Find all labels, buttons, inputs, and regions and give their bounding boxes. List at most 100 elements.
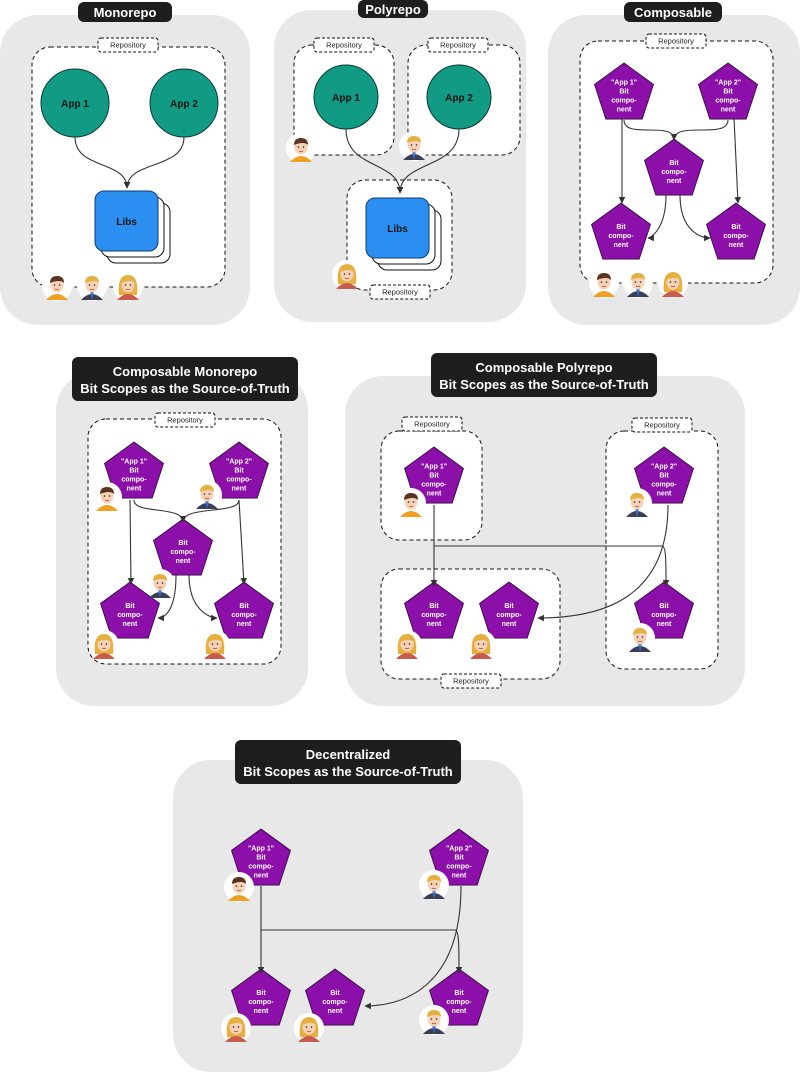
avatar-mouth xyxy=(404,647,410,650)
panel-title: Monorepo xyxy=(94,5,157,20)
avatar-eye xyxy=(634,281,637,283)
bit-component-label: nent xyxy=(232,486,247,493)
avatar-hair-top xyxy=(200,485,214,492)
avatar-hair-top xyxy=(85,276,99,283)
avatar-eye xyxy=(53,284,56,286)
repository-tag xyxy=(631,417,693,433)
avatar-eye xyxy=(430,1018,433,1020)
avatar-eye xyxy=(415,144,418,146)
panel-title-box xyxy=(431,353,657,397)
bit-component-label: Bit xyxy=(178,540,188,547)
bit-component-label: nent xyxy=(427,491,442,498)
avatar-eye xyxy=(641,636,644,638)
avatar-mouth xyxy=(670,285,676,288)
avatar-blonde-man-icon xyxy=(145,569,175,599)
bit-component-shape xyxy=(706,202,766,260)
repository-label: Repository xyxy=(453,677,489,686)
avatar-dark-haired-man-icon xyxy=(224,872,254,902)
avatar-tie xyxy=(412,151,416,160)
bit-component-label: nent xyxy=(721,107,736,114)
repository-label: Repository xyxy=(382,288,418,297)
avatar-eye xyxy=(88,284,91,286)
repository-box xyxy=(380,568,561,680)
avatar-shirt xyxy=(46,294,68,300)
avatar-mouth xyxy=(101,647,107,650)
avatar-blonde-man-icon xyxy=(192,480,222,510)
avatar-hair-top xyxy=(407,136,421,143)
avatar-blonde-man-icon xyxy=(625,623,655,653)
repository-label: Repository xyxy=(326,41,362,50)
bit-component-label: Bit xyxy=(125,603,135,610)
avatar-blonde-woman-icon xyxy=(113,271,143,301)
bit-component-shape xyxy=(153,518,213,576)
avatar-shirt xyxy=(336,283,358,289)
dependency-arrow xyxy=(123,136,185,189)
avatar-eye xyxy=(674,281,677,283)
bit-component-label: compo- xyxy=(446,999,472,1006)
bit-component-shape xyxy=(100,581,160,639)
avatar-mouth xyxy=(89,288,95,291)
bit-component-label: nent xyxy=(176,558,191,565)
avatar-hair-top xyxy=(400,635,414,642)
bit-component-label: Bit xyxy=(234,468,244,475)
bit-component-label: Bit xyxy=(330,990,340,997)
avatar-blonde-man-icon xyxy=(622,488,652,518)
avatar-mouth xyxy=(104,499,110,502)
avatar-tie xyxy=(432,890,436,899)
bit-component-label: nent xyxy=(427,621,442,628)
panel-title: Composable Monorepo xyxy=(113,364,258,379)
dependency-arrow xyxy=(537,504,669,622)
avatar-hair-top xyxy=(404,493,418,500)
avatar-eye xyxy=(240,885,243,887)
libs-node: Libs xyxy=(365,197,442,271)
bit-component-label: compo- xyxy=(170,549,196,556)
bit-component-label: "App 1" xyxy=(121,459,147,466)
panel-title-box xyxy=(72,357,298,401)
avatar-mouth xyxy=(204,497,210,500)
bit-component-label: compo- xyxy=(121,477,147,484)
avatar-shirt xyxy=(290,156,312,162)
avatar-blonde-woman-icon xyxy=(294,1013,324,1043)
avatar-hair-top xyxy=(302,1018,316,1025)
bit-component-label: nent xyxy=(617,107,632,114)
panel-subtitle: Bit Scopes as the Source-of-Truth xyxy=(243,764,453,779)
panel-title: Decentralized xyxy=(306,747,391,762)
bit-component-label: compo- xyxy=(661,169,687,176)
app-label: App 1 xyxy=(332,93,360,104)
bit-component-label: nent xyxy=(452,1008,467,1015)
bit-component-label: nent xyxy=(254,873,269,880)
bit-component-shape xyxy=(479,581,539,639)
avatar-hair-top xyxy=(666,273,680,280)
bit-component-label: nent xyxy=(328,1008,343,1015)
avatar-eye xyxy=(105,643,108,645)
panel-subtitle: Bit Scopes as the Source-of-Truth xyxy=(80,381,290,396)
avatar-eye xyxy=(156,582,159,584)
avatar-eye xyxy=(237,1026,240,1028)
bit-component-label: compo- xyxy=(651,482,677,489)
bit-component-shape xyxy=(209,441,269,499)
bit-component-label: nent xyxy=(614,242,629,249)
bit-component-shape xyxy=(698,62,758,120)
avatar-hair-top xyxy=(153,574,167,581)
bit-component-label: compo- xyxy=(231,612,257,619)
panel-title: Composable xyxy=(634,5,712,20)
avatar-mouth xyxy=(157,586,163,589)
bit-component-label: Bit xyxy=(429,603,439,610)
app-label: App 2 xyxy=(445,93,473,104)
bit-component-shape xyxy=(305,968,365,1026)
avatar-hair-top xyxy=(232,877,246,884)
dependency-arrow xyxy=(670,119,729,141)
avatar-eye xyxy=(100,643,103,645)
bit-component-label: compo- xyxy=(651,612,677,619)
bit-component-label: compo- xyxy=(226,477,252,484)
avatar-blonde-man-icon xyxy=(419,870,449,900)
app-node: App 1 xyxy=(313,64,379,130)
avatar-hair-top xyxy=(633,628,647,635)
avatar-tie xyxy=(90,291,94,300)
dependency-arrow xyxy=(345,128,404,194)
